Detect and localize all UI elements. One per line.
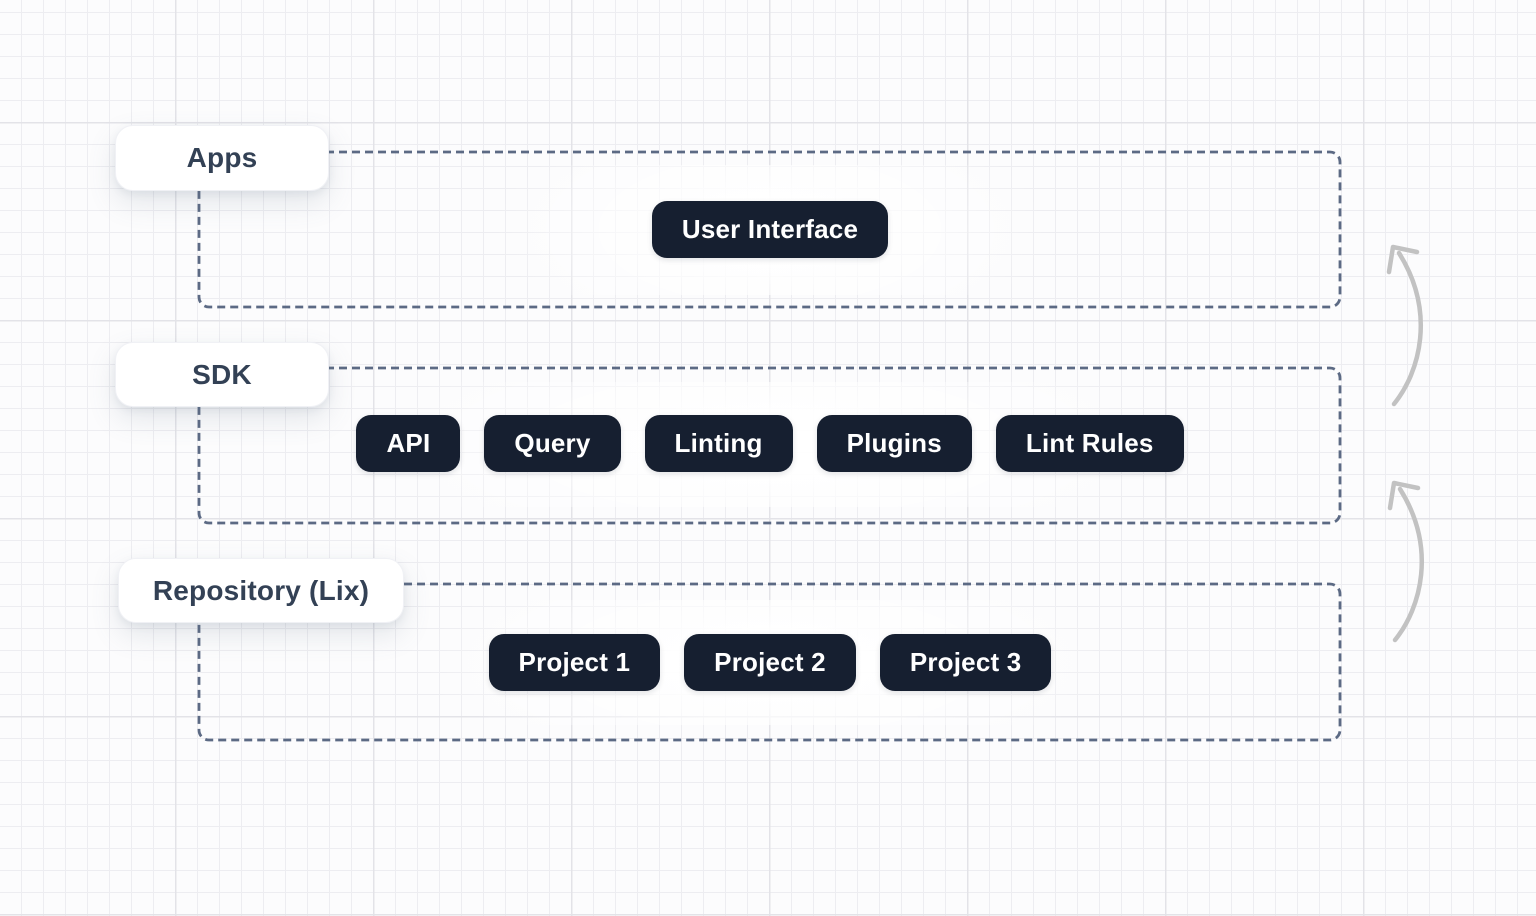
pill-plugins: Plugins — [816, 415, 972, 472]
curved-up-arrow — [1387, 480, 1425, 643]
pill-lint-rules: Lint Rules — [995, 415, 1184, 472]
apps-frame — [197, 150, 1342, 309]
group-label-apps: Apps — [115, 125, 329, 191]
pill-project-2: Project 2 — [684, 634, 856, 691]
curved-up-arrow — [1386, 244, 1424, 407]
pill-project-1: Project 1 — [488, 634, 661, 691]
group-label-repository-text: Repository (Lix) — [152, 574, 370, 606]
repository-pill-row: Project 1 Project 2 Project 3 — [210, 634, 1330, 691]
sdk-pill-row: API Query Linting Plugins Lint Rules — [210, 415, 1330, 472]
apps-pill-row: User Interface — [210, 201, 1330, 258]
group-label-repository: Repository (Lix) — [118, 558, 404, 623]
repository-frame — [197, 582, 1342, 742]
sdk-frame — [197, 366, 1342, 525]
group-label-sdk-text: SDK — [192, 358, 252, 390]
group-label-apps-text: Apps — [186, 142, 258, 173]
pill-project-3: Project 3 — [879, 634, 1052, 691]
pill-query: Query — [484, 415, 621, 472]
pill-api: API — [356, 415, 461, 472]
group-label-sdk: SDK — [115, 342, 329, 407]
pill-user-interface: User Interface — [651, 201, 889, 258]
pill-linting: Linting — [644, 415, 793, 472]
